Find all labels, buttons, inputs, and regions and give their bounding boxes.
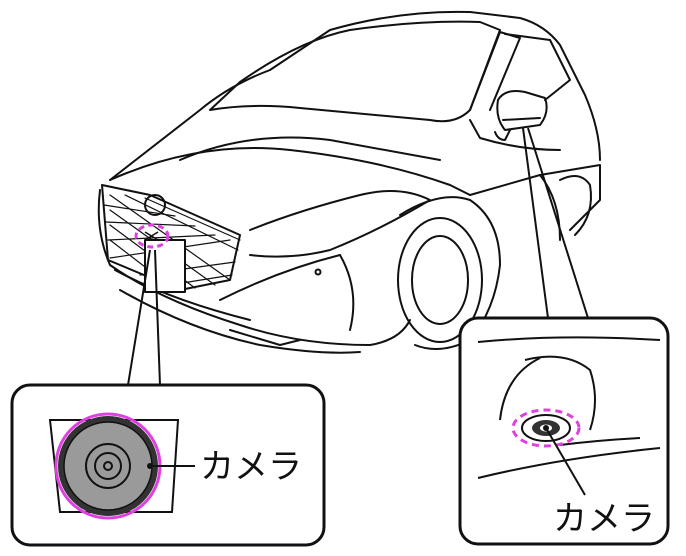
side-camera-callout: カメラ [458,316,670,546]
front-camera-icon [58,416,158,516]
front-camera-callout: カメラ [10,383,326,547]
front-camera-label: カメラ [200,447,302,487]
front-camera-highlight [134,223,170,249]
side-camera-highlight [511,408,581,448]
side-camera-label: カメラ [553,499,655,539]
leader-lines [127,127,589,386]
car-illustration [97,10,601,354]
front-camera-marker [144,231,159,241]
